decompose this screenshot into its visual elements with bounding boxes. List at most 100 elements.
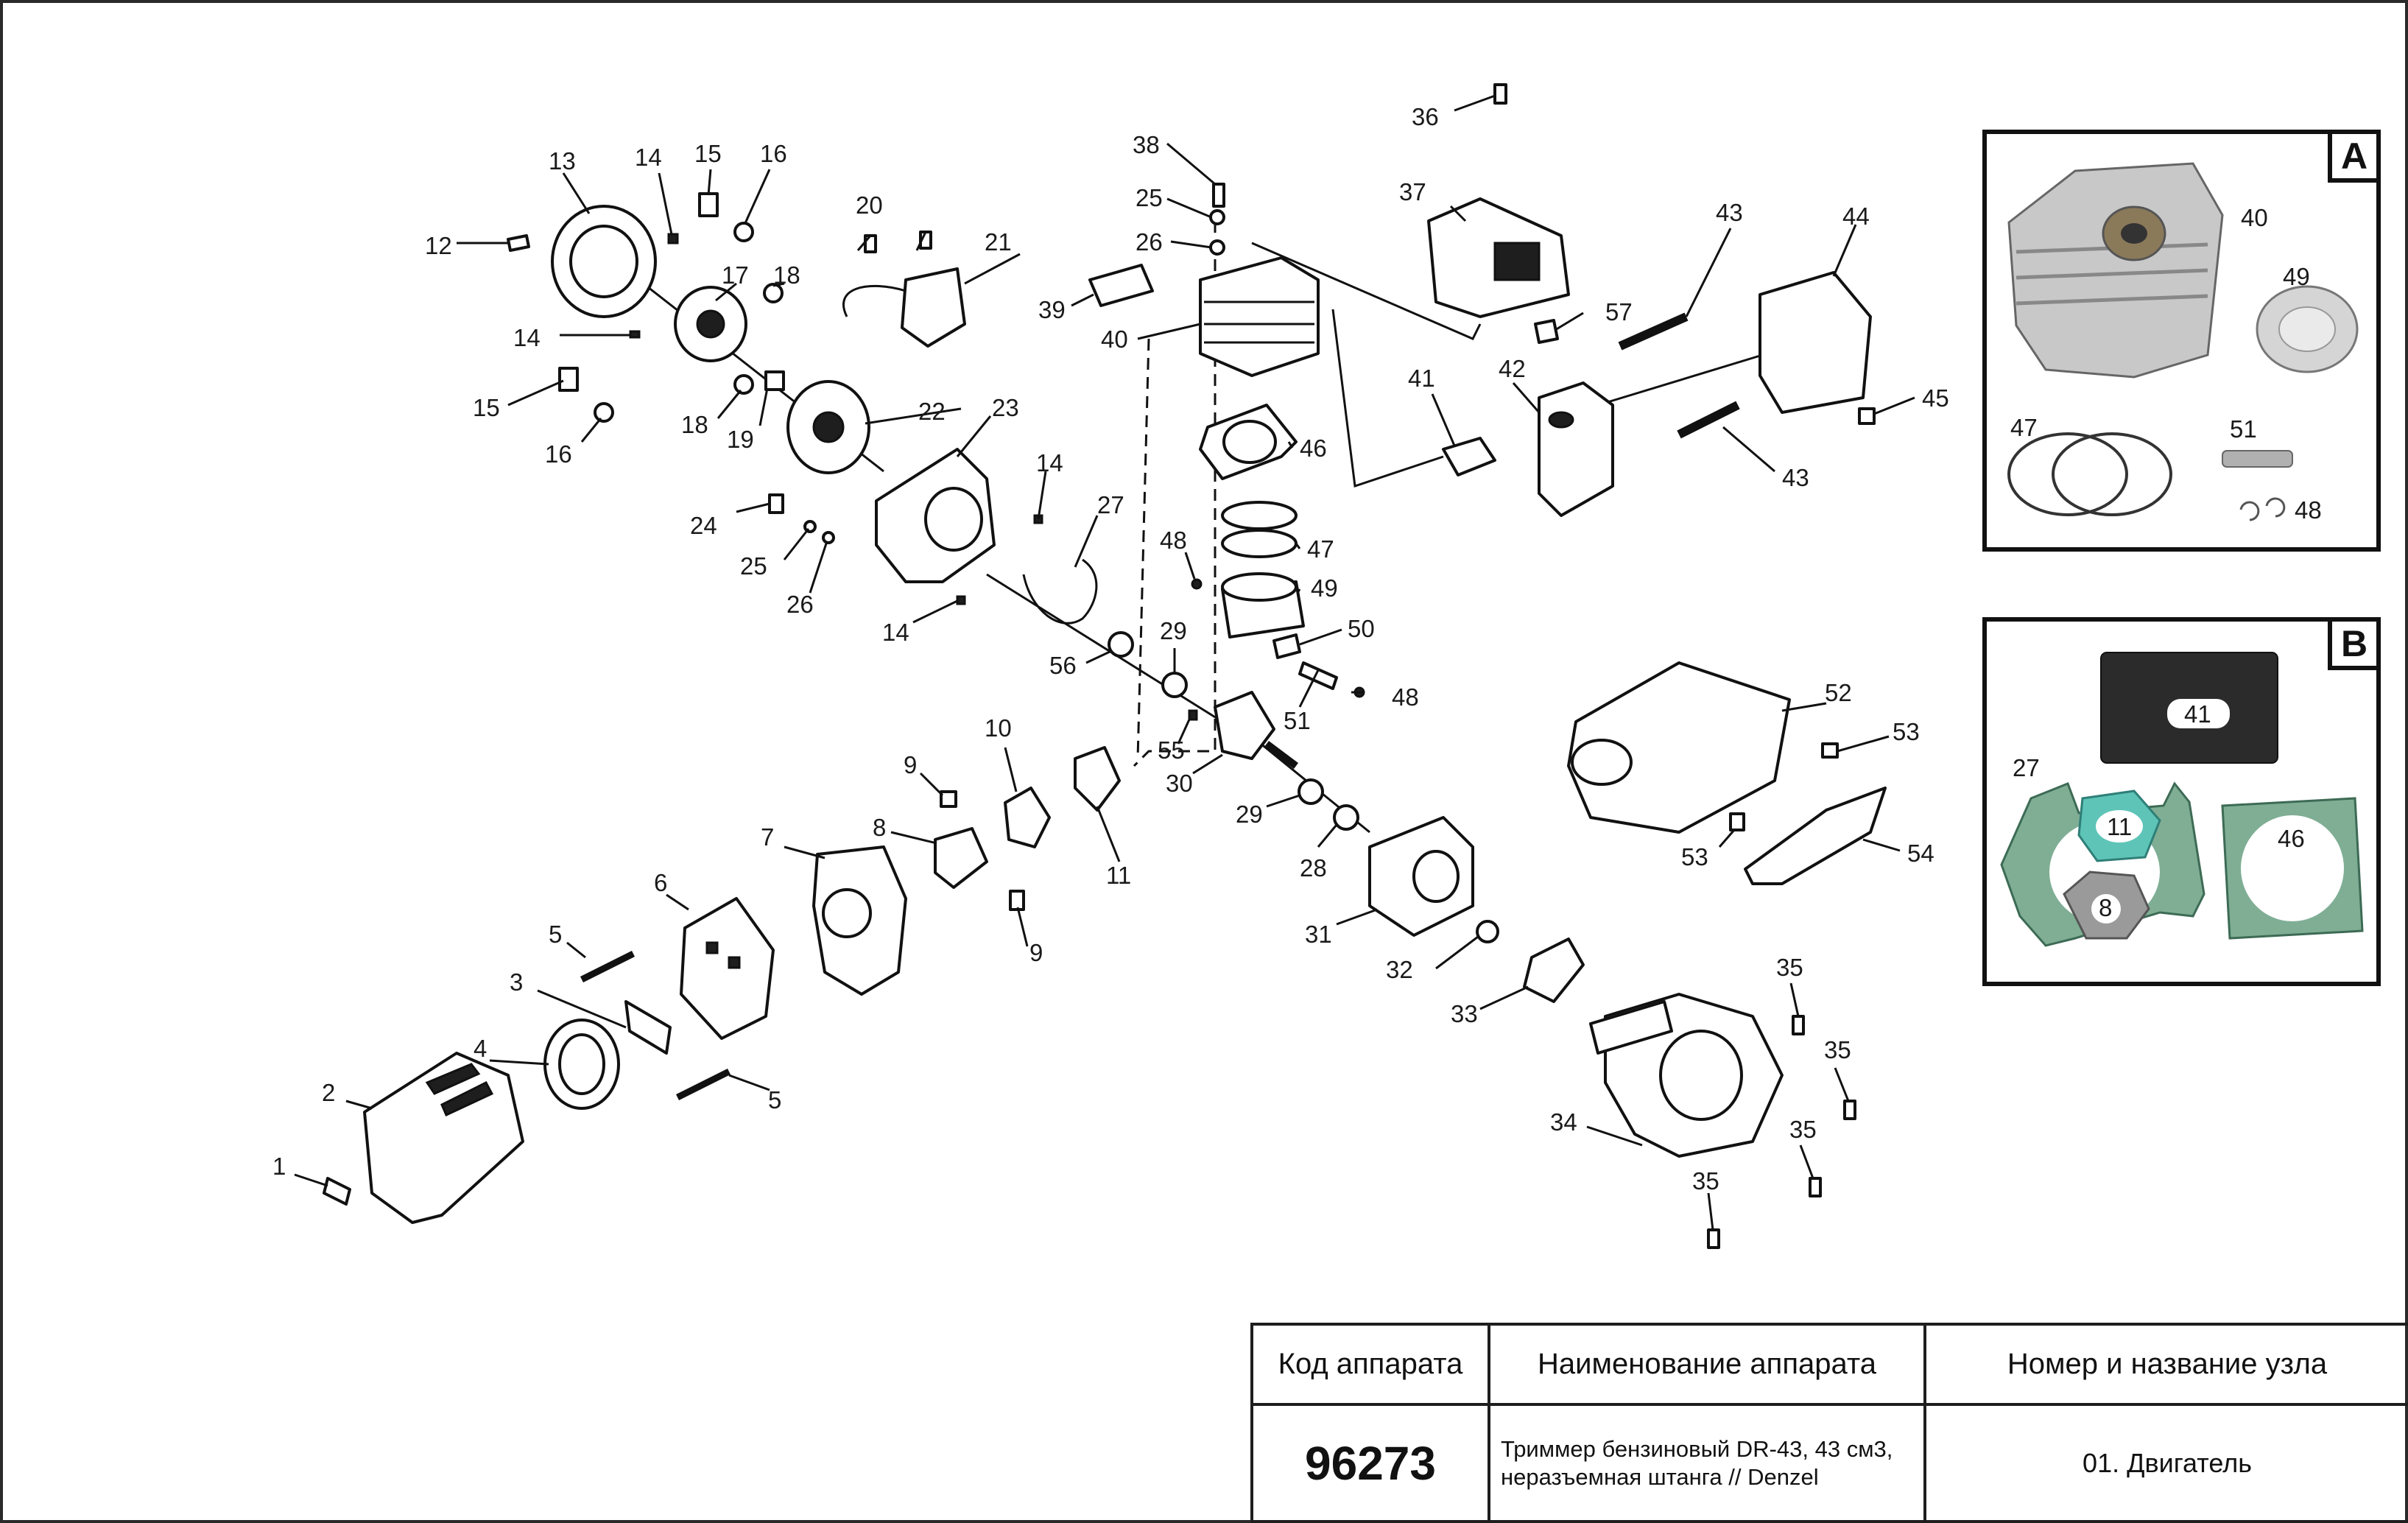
inset-b-letter: B <box>2328 622 2376 670</box>
carb-gasket <box>934 827 988 889</box>
callout-18: 18 <box>681 411 708 438</box>
callout-35: 35 <box>1776 954 1803 981</box>
callout-37: 37 <box>1399 178 1426 205</box>
callout-29: 29 <box>1236 801 1263 828</box>
callout-27: 27 <box>1097 491 1124 518</box>
callout-33: 33 <box>1451 1000 1478 1027</box>
callout-48: 48 <box>1160 527 1187 554</box>
starter-pulley <box>1523 938 1585 1003</box>
callout-53: 53 <box>1893 718 1920 745</box>
callout-16: 16 <box>545 440 572 468</box>
header-node: Номер и название узла <box>1923 1323 2408 1406</box>
inset-b-label-27: 27 <box>2013 754 2040 781</box>
inset-cylinder <box>2007 162 2224 379</box>
inset-b-gasket-kit: B 41 27 11 46 8 <box>1982 617 2381 986</box>
callout-39: 39 <box>1038 296 1066 323</box>
callout-46: 46 <box>1300 435 1327 462</box>
flywheel <box>786 380 870 474</box>
callout-34: 34 <box>1550 1108 1577 1136</box>
cylinder-gasket <box>1199 404 1298 480</box>
air-filter-cover <box>363 1052 524 1224</box>
bolt-43-lower <box>1677 401 1740 439</box>
bearing-56 <box>1108 631 1134 658</box>
bolt-36 <box>1493 83 1507 105</box>
callout-43: 43 <box>1716 199 1743 226</box>
callout-54: 54 <box>1907 840 1935 867</box>
callout-14: 14 <box>1036 449 1063 476</box>
inset-a-label-47: 47 <box>2010 414 2038 441</box>
callout-50: 50 <box>1348 615 1375 642</box>
ignition-coil <box>842 267 966 348</box>
inset-b-drawing: 41 27 11 46 8 <box>2000 652 2364 947</box>
callout-15: 15 <box>694 140 722 167</box>
header-name: Наименование аппарата <box>1488 1323 1926 1406</box>
callout-10: 10 <box>985 714 1012 742</box>
muffler <box>1538 381 1614 517</box>
inset-clips <box>2239 497 2286 521</box>
header-code: Код аппарата <box>1250 1323 1490 1406</box>
crankcase-half <box>1368 816 1474 937</box>
needle-bearing <box>1272 633 1301 659</box>
crankshaft <box>1214 691 1298 769</box>
callout-2: 2 <box>322 1079 335 1106</box>
filter-clip <box>624 1000 672 1055</box>
filter-housing <box>680 897 775 1040</box>
spark-plug <box>1088 264 1154 307</box>
callout-55: 55 <box>1158 736 1185 764</box>
callout-14: 14 <box>513 324 541 351</box>
screw-45 <box>1858 407 1876 425</box>
callout-3: 3 <box>510 968 523 996</box>
bearing-29-right <box>1298 778 1324 805</box>
callout-36: 36 <box>1412 103 1439 130</box>
callout-11: 11 <box>1106 862 1131 889</box>
callout-44: 44 <box>1842 203 1870 230</box>
leader-lines <box>294 94 1915 1231</box>
callout-52: 52 <box>1825 679 1852 706</box>
callout-38: 38 <box>1133 131 1160 158</box>
callout-24: 24 <box>690 512 717 539</box>
muffler-cover <box>1759 271 1872 414</box>
callout-56: 56 <box>1049 652 1077 679</box>
inset-a-drawing: 40 49 47 51 48 <box>2007 162 2359 524</box>
node-name: 01. Двигатель <box>1923 1403 2408 1523</box>
callout-7: 7 <box>761 823 774 851</box>
crankcase-gasket <box>1022 558 1098 625</box>
callout-9: 9 <box>904 751 917 778</box>
inset-b-label-46: 46 <box>2278 825 2305 852</box>
gasket-8 <box>2063 870 2150 940</box>
inset-a-label-49: 49 <box>2283 263 2310 290</box>
callout-21: 21 <box>985 228 1012 256</box>
callout-14: 14 <box>635 144 662 171</box>
device-name: Триммер бензиновый DR-43, 43 см3, неразъ… <box>1488 1403 1926 1523</box>
screw-9-upper <box>940 790 957 808</box>
callout-31: 31 <box>1305 921 1332 948</box>
piston-rings <box>1221 501 1298 558</box>
piston <box>1221 572 1305 639</box>
callout-8: 8 <box>873 814 886 841</box>
cylinder-cover <box>1427 197 1570 318</box>
callout-18: 18 <box>773 261 800 289</box>
callout-43: 43 <box>1782 464 1809 491</box>
callouts: 1 2 3 4 5 5 6 7 8 9 9 10 11 12 13 14 14 … <box>272 103 1949 1195</box>
callout-16: 16 <box>760 140 787 167</box>
callout-20: 20 <box>856 191 883 219</box>
callout-35: 35 <box>1824 1036 1851 1063</box>
inset-a-piston-kit: A 40 49 47 51 48 <box>1982 130 2381 552</box>
inset-pin <box>2222 450 2293 468</box>
inset-b-label-41: 41 <box>2184 700 2211 728</box>
gasket-11 <box>2077 789 2161 862</box>
bolt-12 <box>507 234 530 252</box>
callout-14: 14 <box>882 619 909 646</box>
callout-47: 47 <box>1307 535 1334 563</box>
insulator <box>1004 787 1051 848</box>
inset-a-label-48: 48 <box>2295 496 2322 524</box>
spacer-57 <box>1534 319 1559 344</box>
callout-45: 45 <box>1922 384 1949 412</box>
inset-a-label-51: 51 <box>2230 415 2257 443</box>
bearing-29-left <box>1161 672 1188 698</box>
screw-9-lower <box>1009 890 1025 911</box>
callout-35: 35 <box>1789 1116 1817 1143</box>
gasket-46 <box>2221 797 2364 940</box>
